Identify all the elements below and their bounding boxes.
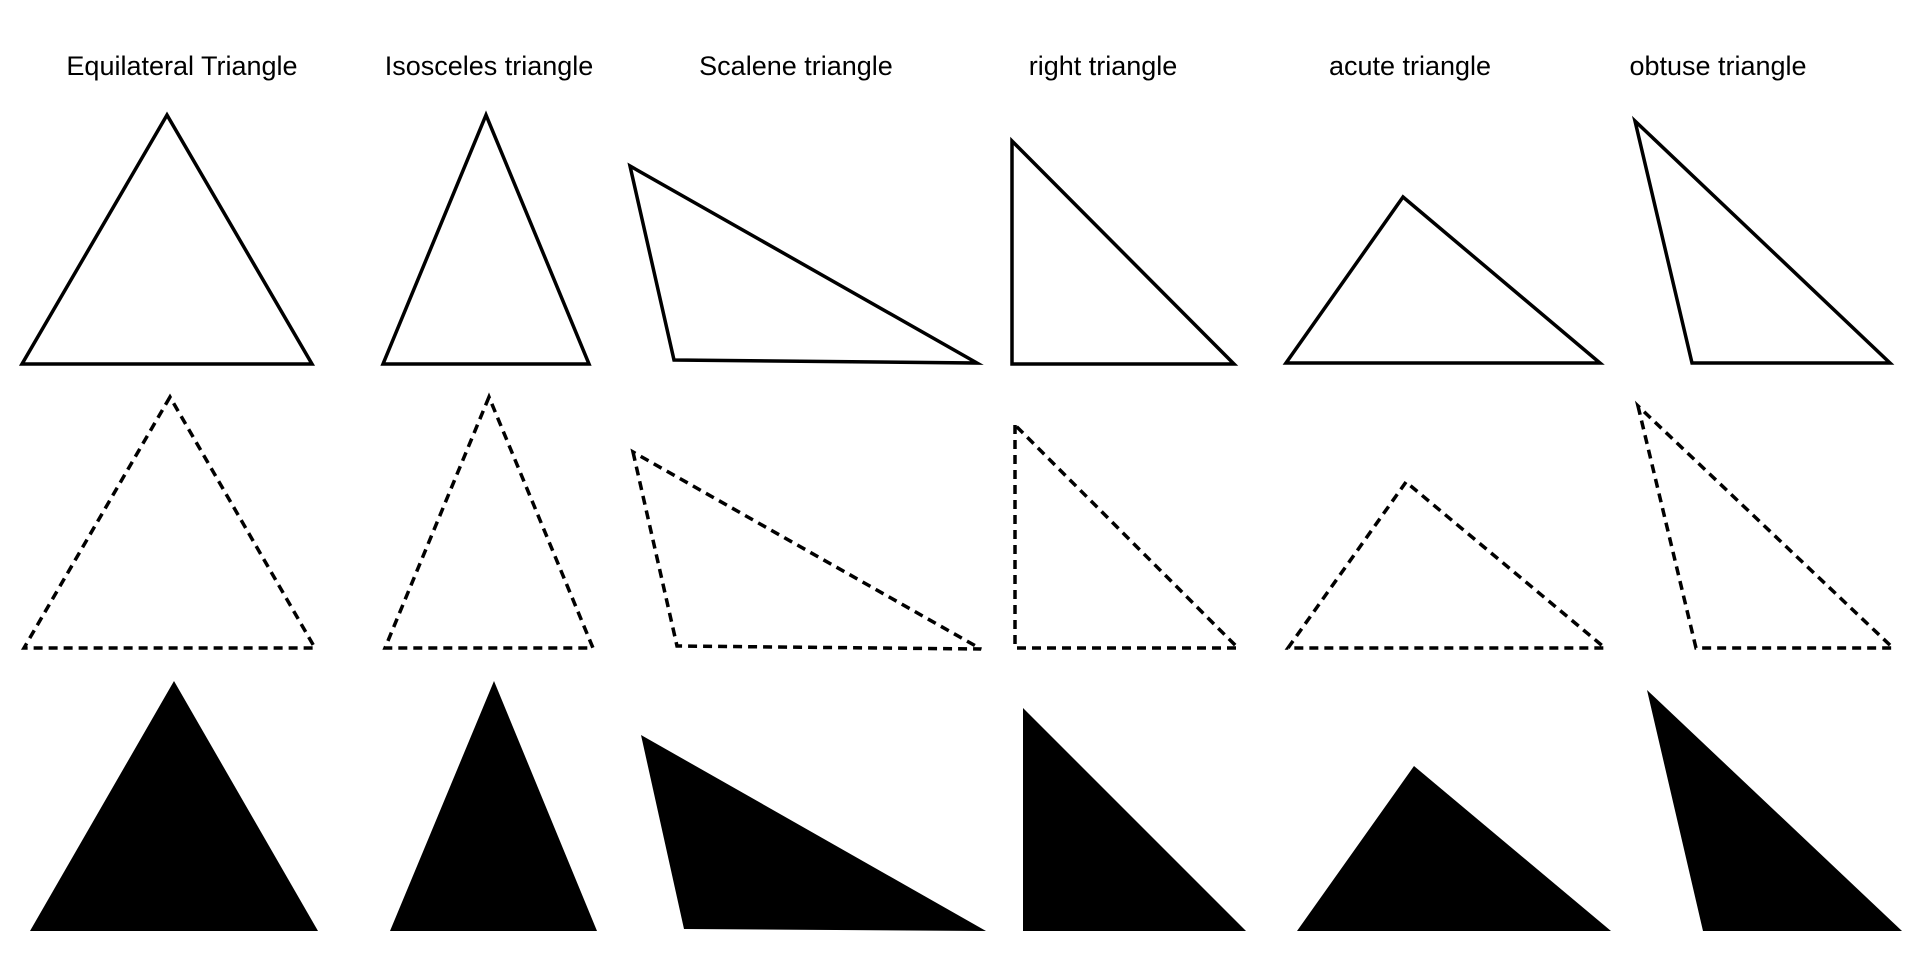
equilateral-triangle-filled — [30, 681, 318, 931]
isosceles-triangle-outline — [380, 110, 592, 366]
scalene-triangle-outline — [627, 162, 984, 365]
acute-triangle-filled — [1297, 766, 1611, 931]
acute-triangle-outline — [1282, 194, 1605, 365]
right-triangle-filled — [1023, 708, 1246, 931]
obtuse-triangle-dashed — [1634, 400, 1898, 650]
title-equilateral: Equilateral Triangle — [66, 51, 297, 81]
obtuse-triangle-outline — [1631, 115, 1895, 365]
title-right: right triangle — [1029, 51, 1178, 81]
obtuse-triangle-filled — [1647, 690, 1902, 931]
title-acute: acute triangle — [1329, 51, 1491, 81]
right-triangle-dashed — [1013, 420, 1243, 650]
isosceles-triangle-filled — [390, 681, 597, 931]
right-triangle-outline — [1010, 136, 1239, 366]
acute-triangle-dashed — [1284, 479, 1610, 650]
title-obtuse: obtuse triangle — [1629, 51, 1806, 81]
equilateral-triangle-dashed — [20, 393, 319, 650]
scalene-triangle-dashed — [630, 448, 982, 651]
isosceles-triangle-dashed — [382, 392, 596, 650]
title-scalene: Scalene triangle — [699, 51, 893, 81]
scalene-triangle-filled — [641, 735, 986, 931]
title-isosceles: Isosceles triangle — [385, 51, 594, 81]
equilateral-triangle-outline — [18, 111, 316, 366]
